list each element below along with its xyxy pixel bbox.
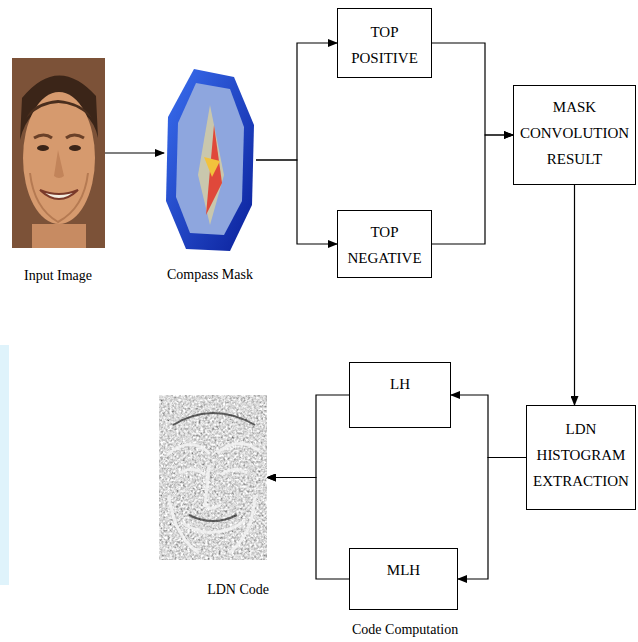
box-label: LH <box>354 371 446 397</box>
box-label: LDN HISTOGRAM EXTRACTION <box>531 416 631 494</box>
process-box: TOP POSITIVE <box>337 8 432 78</box>
flow-arrow <box>256 43 337 160</box>
compass-mask-illustration <box>164 65 256 255</box>
flow-arrow <box>267 478 349 580</box>
box-label: MLH <box>354 557 453 583</box>
process-box: TOP NEGATIVE <box>337 210 432 278</box>
image-caption: LDN Code <box>157 582 269 598</box>
process-box: MASK CONVOLUTION RESULT <box>513 85 636 185</box>
flow-arrow <box>574 185 575 405</box>
flow-arrow <box>451 395 526 458</box>
face-photo <box>12 58 105 248</box>
side-strip <box>0 345 9 585</box>
image-caption: Compass Mask <box>160 267 260 283</box>
flow-arrow <box>256 160 337 244</box>
process-box: MLH <box>349 548 458 610</box>
box-label: TOP POSITIVE <box>342 19 427 71</box>
flow-arrow <box>267 395 349 478</box>
box-label: MASK CONVOLUTION RESULT <box>518 94 631 172</box>
flow-arrow <box>432 43 513 135</box>
process-box: LH <box>349 362 451 428</box>
image-node: Compass Mask <box>160 65 260 283</box>
image-caption: Input Image <box>8 268 108 284</box>
box-label: TOP NEGATIVE <box>342 219 427 271</box>
ldn-code-image <box>159 395 267 560</box>
section-label: Code Computation <box>352 622 458 638</box>
image-node: Input Image <box>8 58 108 284</box>
image-node: LDN Code <box>157 395 269 598</box>
flow-arrow <box>105 152 165 153</box>
flow-arrow <box>458 458 526 580</box>
process-box: LDN HISTOGRAM EXTRACTION <box>526 405 636 510</box>
flow-arrow <box>432 135 513 244</box>
